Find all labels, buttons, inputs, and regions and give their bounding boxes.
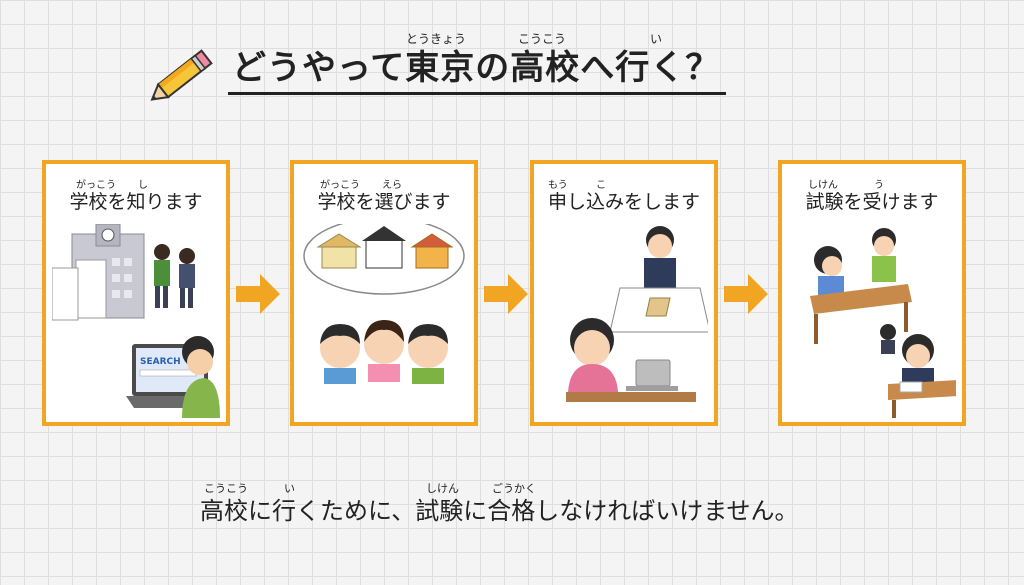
title-ruby: とうきょう こうこう い (228, 28, 768, 48)
step-ruby: しけん う (808, 180, 884, 191)
step-card-choose: がっこう えら 学校を選びます (290, 160, 478, 426)
step-card-apply: もう こ 申し込みをします (530, 160, 718, 426)
step-ruby: がっこう えら (320, 180, 402, 191)
search-label: SEARCH (140, 357, 181, 367)
step-ruby: もう こ (548, 180, 606, 191)
step-card-learn: がっこう し 学校を知ります SEARCH (42, 160, 230, 426)
step-title: 学校を知ります (69, 191, 203, 213)
application-illustration (566, 226, 708, 402)
pencil-icon (150, 49, 213, 101)
ruby-iku: い (650, 32, 663, 46)
step-title: 学校を選びます (317, 191, 451, 213)
step-title: 試験を受けます (805, 191, 939, 213)
step-ruby: がっこう し (76, 180, 148, 191)
choose-school-illustration (303, 224, 465, 384)
school-search-illustration: SEARCH (52, 224, 220, 418)
arrow-right-icon (724, 274, 768, 314)
page-title: どうやって東京の高校へ行く？ (228, 48, 727, 95)
arrow-right-icon (236, 274, 280, 314)
step-card-exam: しけん う 試験を受けます (778, 160, 966, 426)
footer-text: 高校に行くために、試験に合格しなければいけません。 (200, 497, 799, 525)
title-area: とうきょう こうこう い どうやって東京の高校へ行く？ (150, 28, 770, 106)
exam-illustration (810, 228, 956, 418)
ruby-koukou: こうこう (518, 32, 567, 46)
step-title: 申し込みをします (547, 191, 700, 213)
footer-ruby: こうこう い しけん ごうかく (204, 482, 536, 495)
ruby-tokyo: とうきょう (406, 32, 467, 46)
arrow-right-icon (484, 274, 528, 314)
footer-note: こうこう い しけん ごうかく 高校に行くために、試験に合格しなければいけません… (200, 478, 840, 526)
